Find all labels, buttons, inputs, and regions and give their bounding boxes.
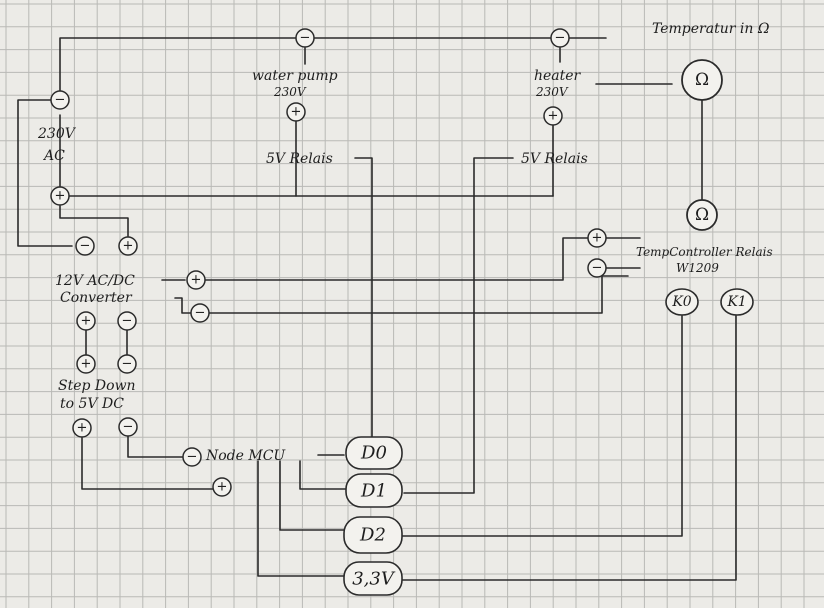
ac-label-type: AC [42,148,65,164]
terminal-converter-plus-bottom-sign: + [81,314,92,329]
terminal-stepdown-in-minus-sign: − [122,357,133,372]
terminal-ac-source-minus: − [50,90,70,110]
wire-ac-minus-bus [17,37,607,247]
pin-k0: K0 [665,288,699,316]
wires [17,37,737,581]
terminal-converter-in-minus-sign: − [80,239,91,254]
tempcontroller-label: TempController Relais [636,245,773,259]
pin-k0-label: K0 [671,294,691,310]
wire-stepdown-mcu [81,435,215,490]
water-pump-voltage: 230V [273,85,307,99]
terminal-converter-out-minus: − [190,303,210,323]
terminal-ac-source-minus-sign: − [55,93,66,108]
terminal-nodemcu-minus: − [182,447,202,467]
terminal-pump-plus-sign: + [291,105,302,120]
wire-conv-stepdown [85,329,128,356]
wire-heater [552,47,673,197]
wire-tc-inputs [605,237,641,269]
wire-converter-minus [174,275,629,314]
wire-mcu-pins [257,454,347,577]
terminal-converter-out-plus-sign: + [191,273,202,288]
wire-ac-plus-bus [59,114,554,237]
converter-label: 12V AC/DC [55,273,135,289]
heater-label: heater [534,68,582,84]
terminals: − − − + + + − + + − + − + − + − − + + − [50,28,607,497]
heater-voltage: 230V [535,85,569,99]
terminal-converter-minus-bottom: − [117,311,137,331]
pin-d2: D2 [343,516,403,554]
terminal-heater-top-minus: − [550,28,570,48]
terminal-converter-out-plus: + [186,270,206,290]
terminal-heater-plus: + [543,106,563,126]
terminal-tempcontroller-plus: + [587,228,607,248]
terminal-ac-top-minus-sign: − [300,31,311,46]
terminal-converter-in-minus: − [75,236,95,256]
terminal-ac-source-plus-sign: + [55,189,66,204]
terminal-stepdown-out-minus: − [118,417,138,437]
nodemcu-label: Node MCU [205,448,286,464]
stepdown-label-2: to 5V DC [60,396,124,412]
wire-relais-d1 [403,157,514,494]
relais-label-left: 5V Relais [266,151,333,167]
terminal-stepdown-in-plus: + [76,354,96,374]
ac-label-voltage: 230V [37,126,77,142]
terminal-stepdown-in-minus: − [117,354,137,374]
pin-3v3-label: 3,3V [352,569,396,590]
wire-d2-k0 [401,315,683,537]
stepdown-label: Step Down [58,378,136,394]
relais-label-right: 5V Relais [521,151,588,167]
water-pump-label: water pump [252,68,338,84]
terminal-stepdown-in-plus-sign: + [81,357,92,372]
ohm-symbol-top: Ω [695,70,709,90]
terminal-converter-minus-bottom-sign: − [122,314,133,329]
diagram-title: Temperatur in Ω [652,21,770,37]
terminal-ac-top-minus: − [295,28,315,48]
wire-relais-d0 [354,157,373,441]
terminal-stepdown-out-minus-sign: − [123,420,134,435]
terminal-converter-in-plus-sign: + [123,239,134,254]
terminal-nodemcu-plus-sign: + [217,480,228,495]
labels: Temperatur in Ω 230V AC water pump 230V … [37,21,773,464]
pin-k1: K1 [720,288,754,316]
converter-label-2: Converter [60,290,133,306]
ohm-symbol-bottom: Ω [695,205,709,225]
ohm-sensor-top: Ω [681,59,723,101]
terminal-tempcontroller-plus-sign: + [592,231,603,246]
terminal-stepdown-out-plus-sign: + [77,421,88,436]
pin-d1-label: D1 [360,481,387,502]
pin-d1: D1 [345,473,403,508]
tempcontroller-model: W1209 [676,261,719,275]
wire-pump [295,47,306,197]
terminal-pump-plus: + [286,102,306,122]
terminal-nodemcu-plus: + [212,477,232,497]
terminal-heater-plus-sign: + [548,109,559,124]
terminal-tempcontroller-minus-sign: − [592,261,603,276]
terminal-ac-source-plus: + [50,186,70,206]
terminal-converter-out-minus-sign: − [195,306,206,321]
terminal-converter-in-plus: + [118,236,138,256]
terminal-stepdown-out-plus: + [72,418,92,438]
terminal-nodemcu-minus-sign: − [187,450,198,465]
wire-converter-plus [204,237,589,281]
ohm-sensor-bottom: Ω [686,199,718,231]
terminal-converter-plus-bottom: + [76,311,96,331]
wire-33v-k1 [401,315,737,581]
pin-d0: D0 [345,436,403,470]
terminal-tempcontroller-minus: − [587,258,607,278]
pin-3v3: 3,3V [343,561,403,596]
pin-d2-label: D2 [359,525,386,546]
pin-k1-label: K1 [726,294,746,310]
pin-d0-label: D0 [360,443,387,464]
terminal-heater-top-minus-sign: − [555,31,566,46]
